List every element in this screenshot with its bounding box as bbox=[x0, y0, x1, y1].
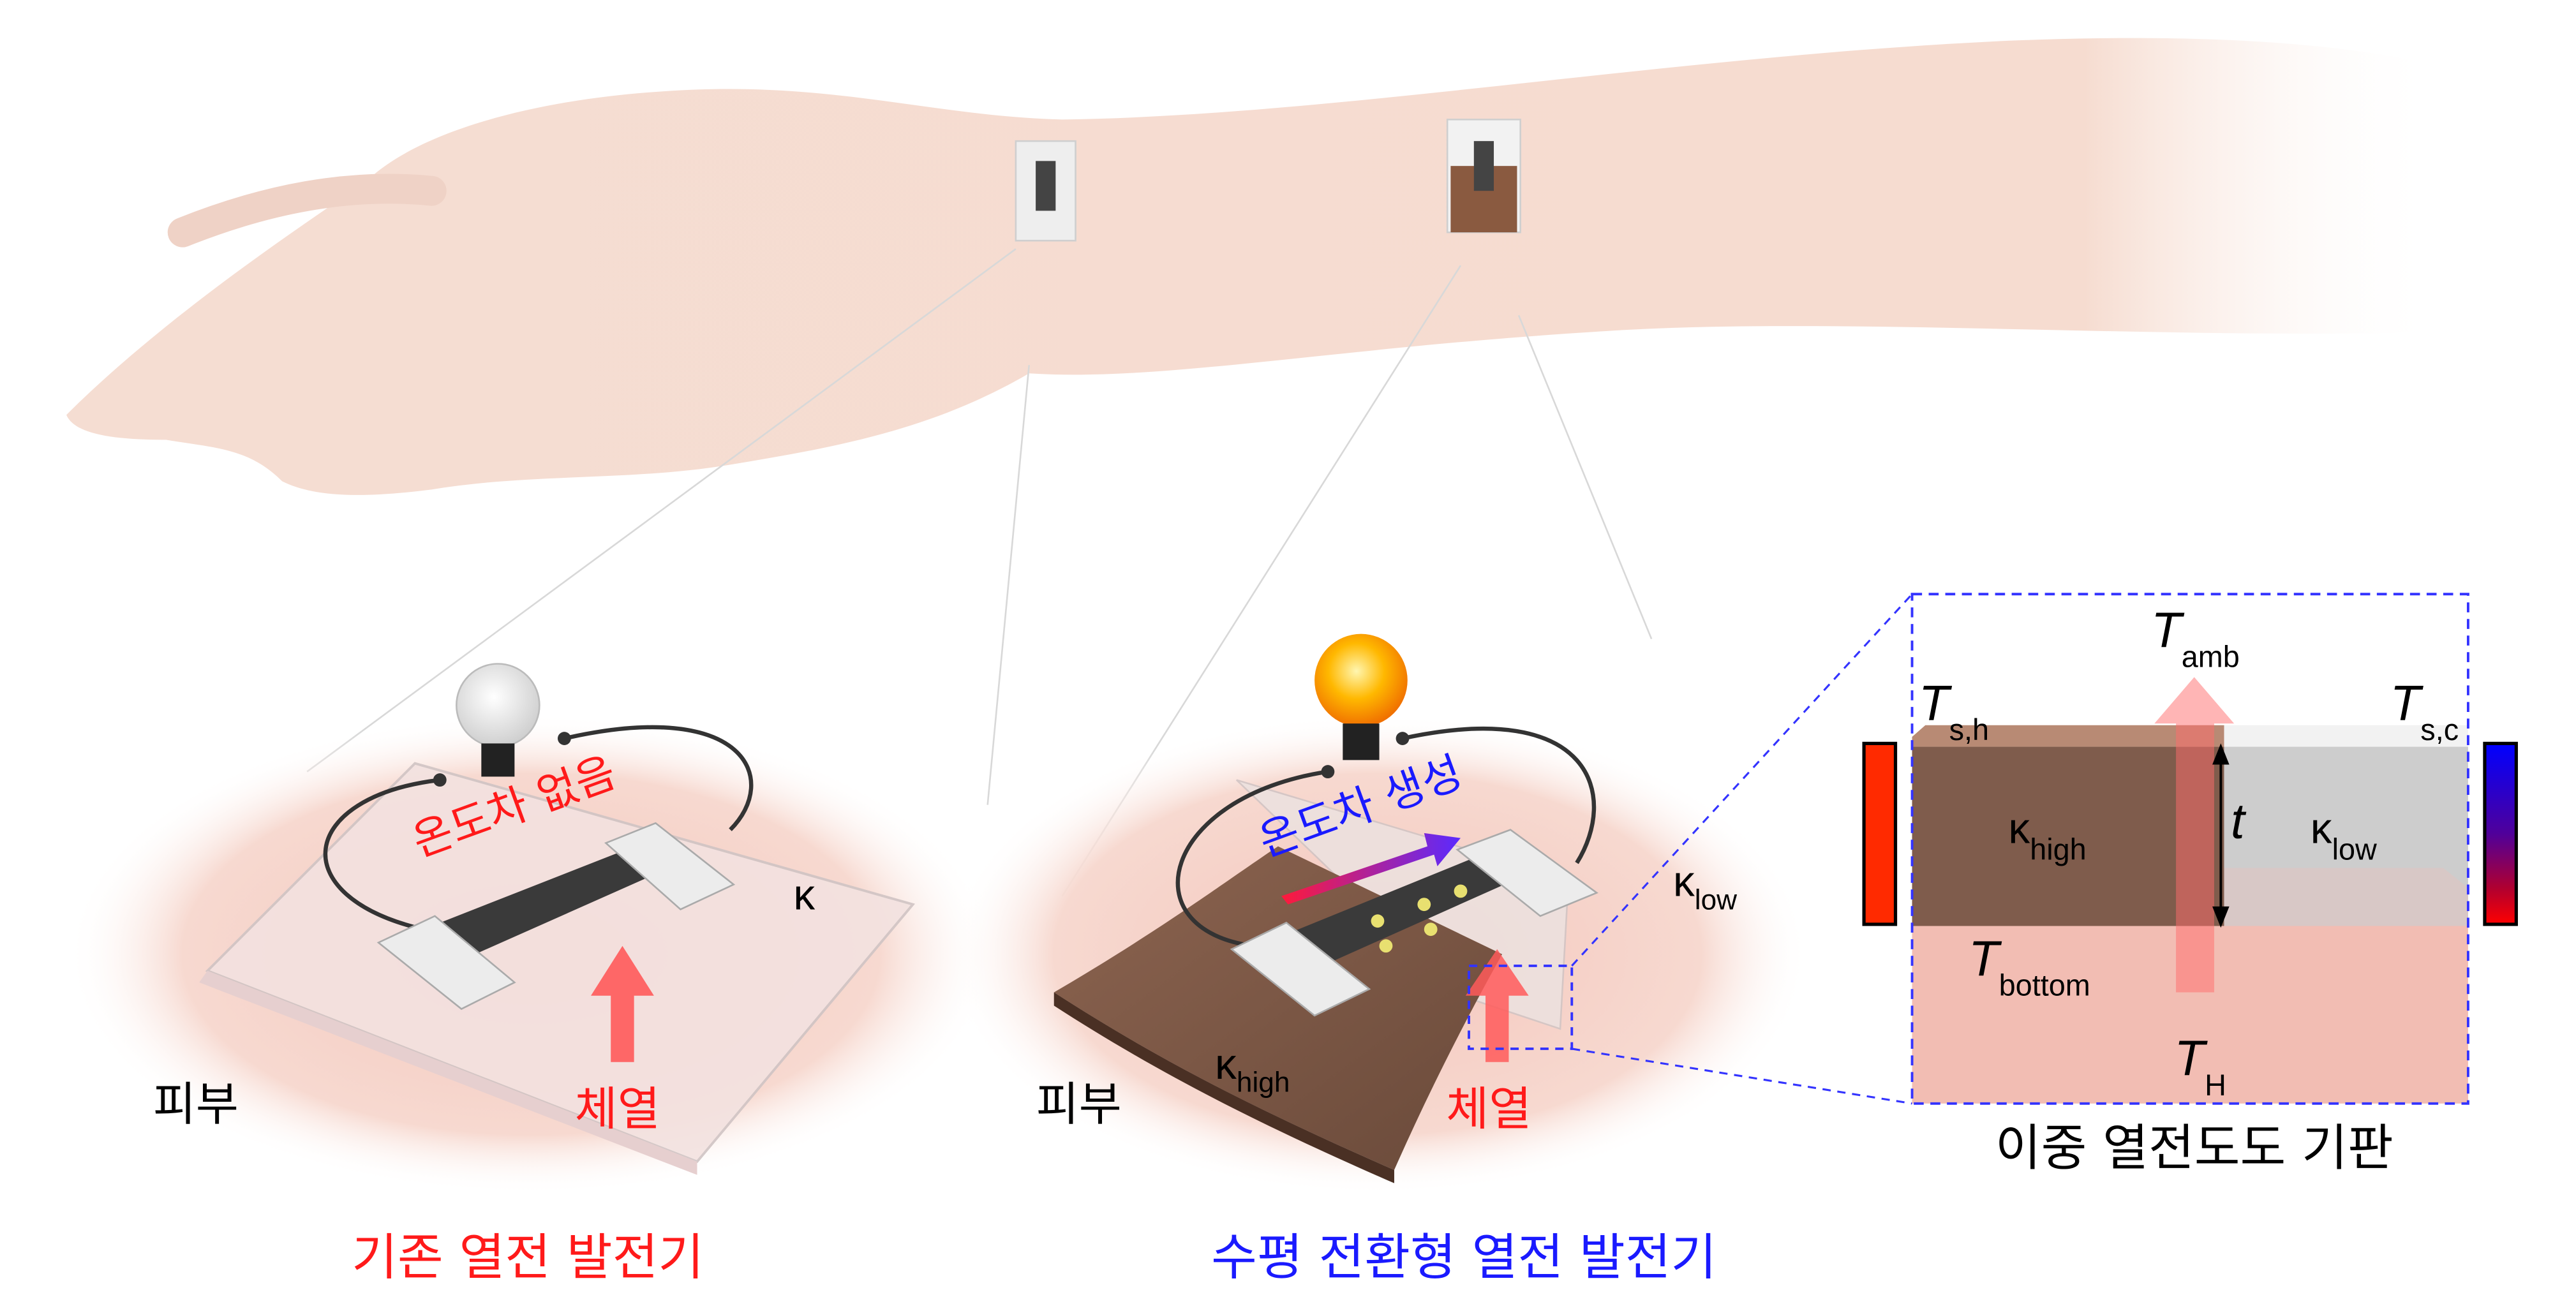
skin-label: 피부 bbox=[1036, 1078, 1122, 1132]
skin-label: 피부 bbox=[153, 1078, 239, 1132]
lateral-teg-caption: 수평 전환형 열전 발전기 bbox=[1211, 1229, 1716, 1287]
wire bbox=[323, 725, 754, 931]
kappa-label: κ bbox=[793, 871, 815, 919]
conventional-teg-panel: 온도차 없음 κ 피부 체열 기존 열전 발전기 bbox=[66, 663, 996, 1287]
heat-arrow-icon bbox=[591, 945, 654, 1062]
temperature-gradient-arrow-icon bbox=[1281, 833, 1461, 905]
kappa-low-label: κlow bbox=[2311, 804, 2377, 866]
wearable-device-conventional bbox=[1015, 140, 1076, 242]
electrode bbox=[376, 915, 516, 1011]
light-bulb-off-icon bbox=[456, 663, 540, 777]
temperature-color-bar bbox=[2483, 741, 2518, 926]
thickness-label: t bbox=[2231, 793, 2247, 849]
electrode bbox=[604, 822, 736, 911]
electrode bbox=[1456, 829, 1598, 917]
t-bottom-label: Tbottom bbox=[1969, 931, 2090, 1002]
charge-carriers bbox=[1371, 884, 1468, 953]
conventional-teg-caption: 기존 열전 발전기 bbox=[352, 1229, 704, 1287]
body-heat-label: 체열 bbox=[575, 1083, 660, 1137]
kappa-low-label: κlow bbox=[1673, 858, 1738, 916]
thermoelectric-strip bbox=[423, 838, 681, 963]
high-k-block bbox=[1912, 746, 2224, 926]
light-bulb-on-icon bbox=[1314, 633, 1408, 760]
heat-flow-arrow-icon bbox=[2154, 677, 2235, 993]
lateral-teg-panel: 온도차 생성 κhigh κlow 피부 체열 수평 전환형 열전 발전기 bbox=[946, 633, 1810, 1287]
wire bbox=[1175, 726, 1597, 948]
kappa-high-label: κhigh bbox=[1215, 1041, 1290, 1099]
hot-color-bar bbox=[1862, 741, 1898, 926]
heat-arrow-icon bbox=[1465, 949, 1529, 1062]
zoom-region-box bbox=[1468, 964, 1574, 1050]
wearable-device-lateral bbox=[1446, 119, 1521, 233]
t-surface-cold-label: Ts,c bbox=[2390, 675, 2459, 746]
t-surface-hot-label: Ts,h bbox=[1919, 675, 1989, 746]
thickness-arrow-icon bbox=[2212, 743, 2230, 928]
dual-conductivity-substrate-caption: 이중 열전도도 기판 bbox=[1995, 1120, 2394, 1177]
dual-conductivity-substrate-panel: Tamb Ts,h Ts,c κhigh κlow t Tbottom TH 이… bbox=[1862, 593, 2518, 1177]
glass-substrate bbox=[205, 762, 916, 1164]
t-h-label: TH bbox=[2175, 1030, 2226, 1102]
kappa-high-label: κhigh bbox=[2008, 804, 2086, 866]
zoom-connector-lines bbox=[1571, 593, 1913, 1105]
thermoelectric-strip bbox=[1277, 846, 1531, 971]
body-heat-label: 체열 bbox=[1446, 1083, 1531, 1137]
electrode bbox=[1230, 921, 1371, 1017]
arm-illustration bbox=[66, 38, 2440, 495]
t-amb-label: Tamb bbox=[2151, 602, 2240, 673]
